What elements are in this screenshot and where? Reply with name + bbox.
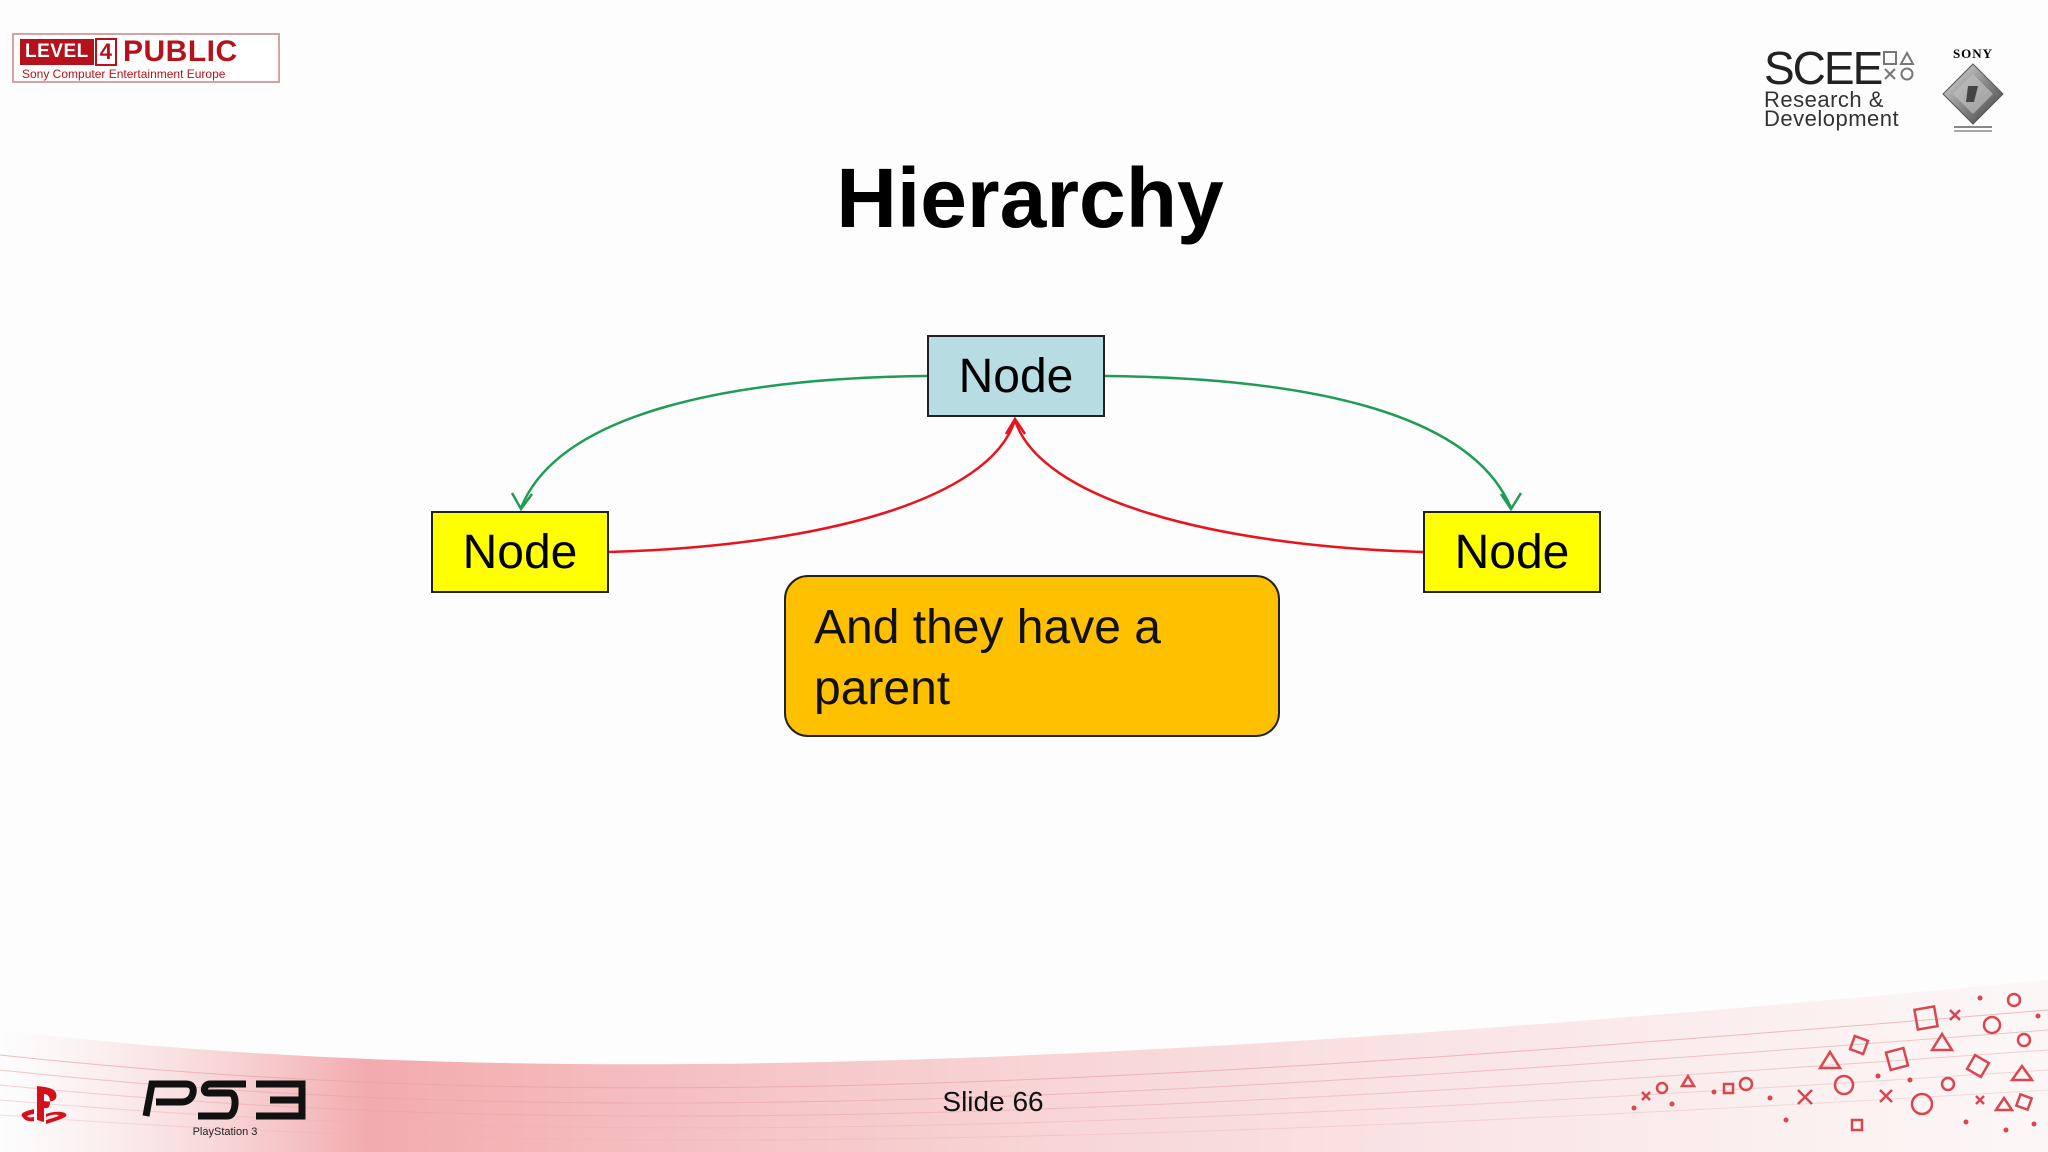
classification-row: LEVEL 4 PUBLIC bbox=[20, 35, 238, 68]
scee-subtitle-1: Research & bbox=[1764, 87, 1884, 112]
root-node: Node bbox=[927, 335, 1105, 417]
child-arrowhead-left bbox=[510, 492, 534, 512]
classification-badge: LEVEL 4 PUBLIC Sony Computer Entertainme… bbox=[12, 33, 280, 83]
scee-wordmark: SCEE bbox=[1764, 42, 1883, 94]
level-label: LEVEL bbox=[20, 39, 94, 65]
playstation-logo-icon bbox=[21, 1086, 67, 1124]
classification-label: PUBLIC bbox=[122, 35, 238, 68]
scee-logo: SCEE Research & Development bbox=[1764, 42, 1915, 132]
child-arrow-right bbox=[1104, 374, 1513, 509]
scee-subtitle-2: Development bbox=[1764, 106, 1900, 131]
left-child-node: Node bbox=[431, 511, 609, 593]
ps3-label: PlayStation 3 bbox=[192, 1126, 258, 1138]
playstation-shapes-icon bbox=[1631, 992, 2041, 1133]
parent-arrow-left bbox=[608, 419, 1017, 554]
sony-wordmark: SONY bbox=[1952, 46, 1994, 61]
parent-arrowhead bbox=[1004, 416, 1027, 435]
parent-arrow-right bbox=[1013, 419, 1424, 554]
slide-number: Slide 66 bbox=[942, 1086, 1044, 1117]
level-number: 4 bbox=[94, 38, 117, 66]
child-arrowhead-right bbox=[1499, 492, 1523, 512]
callout-box: And they have a parent bbox=[784, 575, 1280, 737]
slide-title: Hierarchy bbox=[836, 151, 1224, 245]
company-label: Sony Computer Entertainment Europe bbox=[22, 67, 226, 81]
child-arrow-left bbox=[519, 374, 928, 509]
sony-emblem-icon bbox=[1942, 63, 2004, 132]
playstation-buttons-icon bbox=[1883, 50, 1915, 81]
ps3-logo-icon bbox=[142, 1080, 306, 1120]
footer-wave-decoration bbox=[0, 980, 2048, 1152]
right-child-node: Node bbox=[1423, 511, 1601, 593]
